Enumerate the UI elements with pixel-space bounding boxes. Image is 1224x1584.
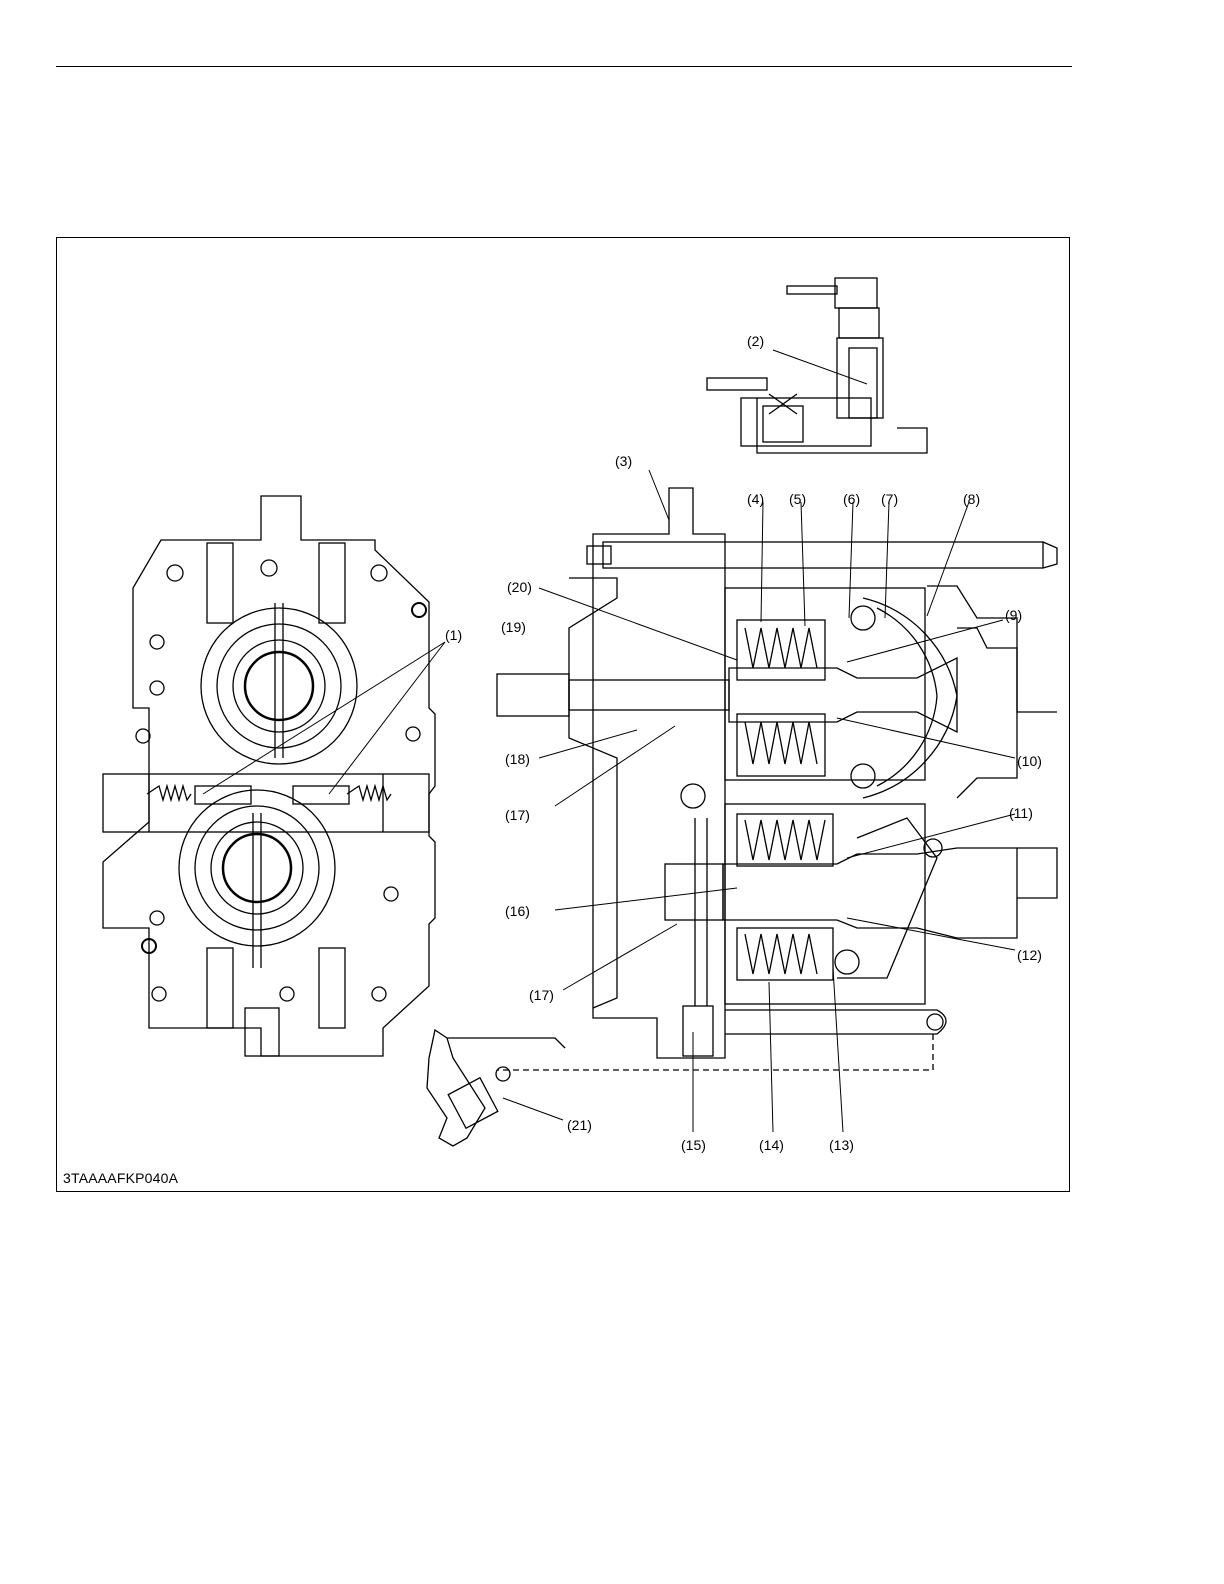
callout-8: (8) — [963, 491, 980, 507]
diagram-drawing: (1) (2) (3) (4) (5) (6) (7) (8) (9) (10)… — [57, 238, 1071, 1193]
callout-21: (21) — [567, 1117, 592, 1133]
figure-id: 3TAAAAFKP040A — [63, 1170, 178, 1186]
callout-10: (10) — [1017, 753, 1042, 769]
callout-9: (9) — [1005, 607, 1022, 623]
callout-5: (5) — [789, 491, 806, 507]
callout-19: (19) — [501, 619, 526, 635]
callout-11: (11) — [1009, 805, 1033, 821]
callout-7: (7) — [881, 491, 898, 507]
callout-4: (4) — [747, 491, 764, 507]
callout-2: (2) — [747, 333, 764, 349]
callout-20: (20) — [507, 579, 532, 595]
callout-12: (12) — [1017, 947, 1042, 963]
callout-3: (3) — [615, 453, 632, 469]
callout-13: (13) — [829, 1137, 854, 1153]
callout-1: (1) — [445, 627, 462, 643]
leader-lines — [203, 350, 1015, 1132]
callout-17-upper: (17) — [505, 807, 530, 823]
front-view-housing — [103, 496, 435, 1056]
callout-labels: (1) (2) (3) (4) (5) (6) (7) (8) (9) (10)… — [445, 333, 1042, 1153]
header-rule — [56, 66, 1072, 67]
cross-section-figure: (1) (2) (3) (4) (5) (6) (7) (8) (9) (10)… — [56, 237, 1070, 1192]
callout-16: (16) — [505, 903, 530, 919]
callout-15: (15) — [681, 1137, 706, 1153]
callout-14: (14) — [759, 1137, 784, 1153]
callout-17-lower: (17) — [529, 987, 554, 1003]
callout-18: (18) — [505, 751, 530, 767]
callout-6: (6) — [843, 491, 860, 507]
